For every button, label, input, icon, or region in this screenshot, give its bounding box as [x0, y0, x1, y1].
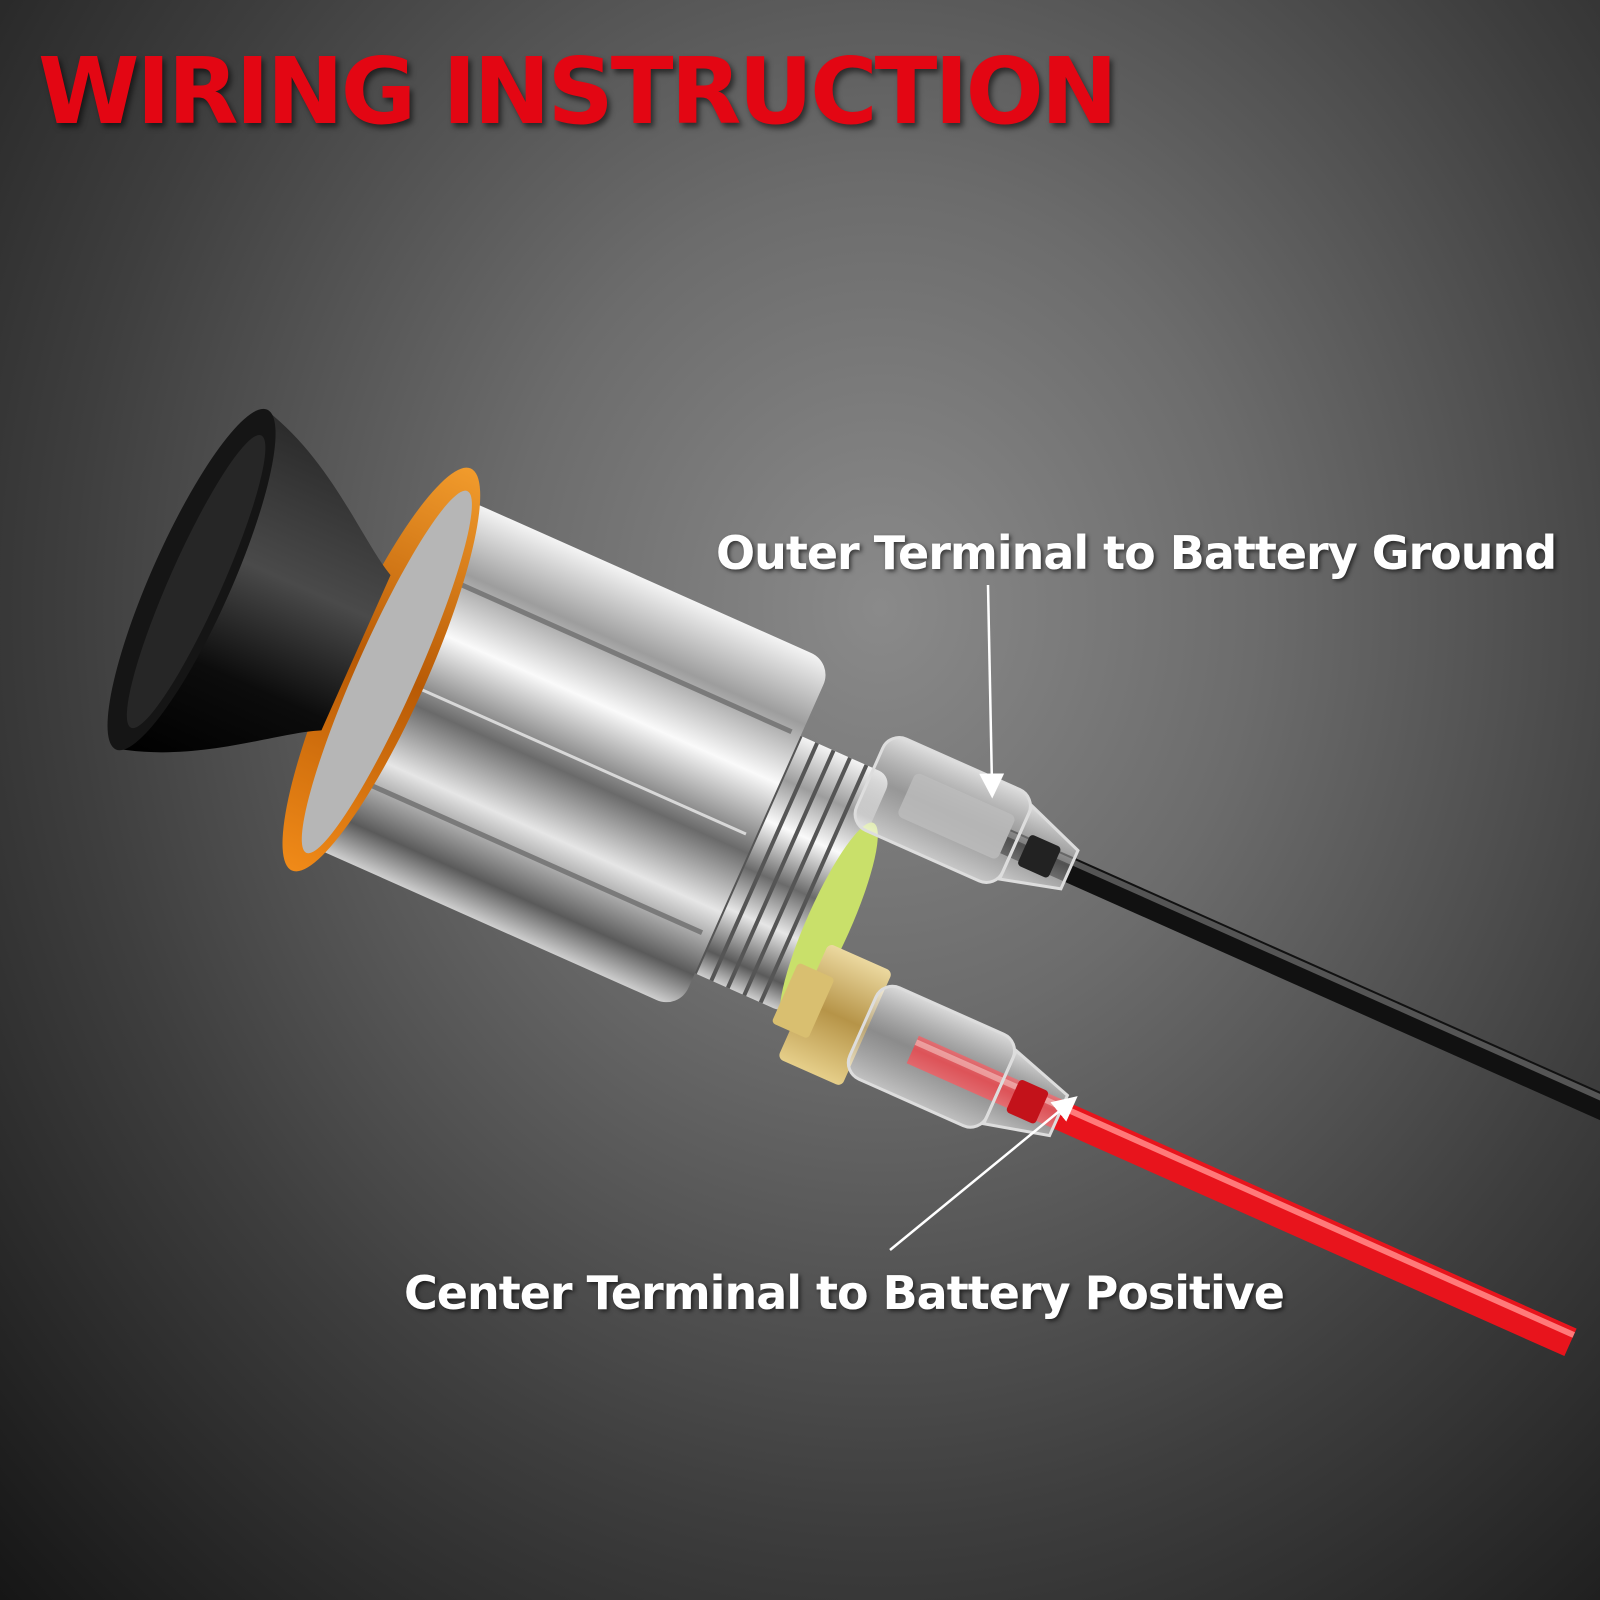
center-terminal-connector: [772, 945, 1070, 1138]
black-knob: [107, 408, 391, 753]
center-terminal-label: Center Terminal to Battery Positive: [404, 1266, 1285, 1320]
bezel-ring: [282, 467, 481, 872]
outer-terminal-label: Outer Terminal to Battery Ground: [716, 526, 1557, 580]
outer-terminal-connector: [853, 736, 1080, 891]
center-terminal-pointer: [889, 1096, 1078, 1251]
outer-terminal-pointer: [979, 584, 1005, 799]
ground-wire: [1000, 829, 1600, 1146]
page-title: WIRING INSTRUCTION: [38, 38, 1118, 145]
